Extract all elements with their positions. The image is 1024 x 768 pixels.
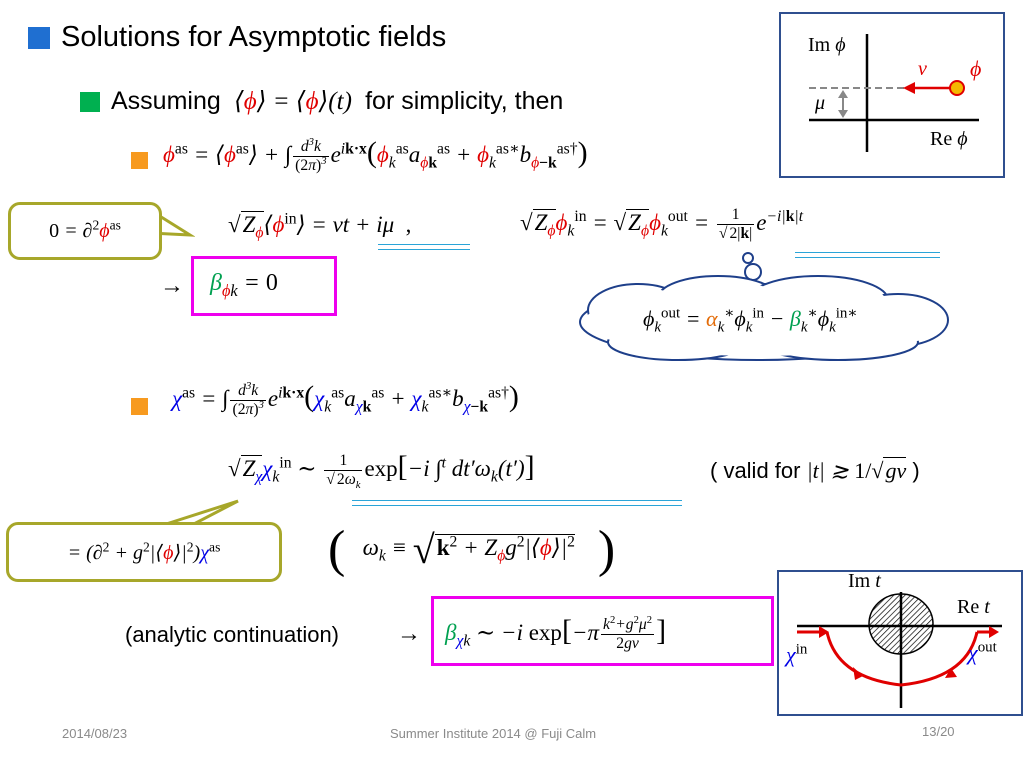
arrow-2: → — [397, 620, 421, 647]
underline-wkb — [352, 500, 682, 506]
underline-vt — [378, 244, 470, 250]
beta-phi-equation: βϕk = 0 — [210, 270, 278, 300]
omega-definition: ( ωk ≡ √k2 + Zϕg2|⟨ϕ⟩|2 ) — [328, 521, 616, 578]
footer-date: 2014/08/23 — [62, 726, 128, 741]
chi-symbol: χ — [172, 386, 183, 411]
callout-phi-text: 0 = ∂2ϕas — [49, 216, 121, 242]
beta-chi-box — [431, 596, 774, 666]
t-re-label: Re t — [957, 596, 990, 619]
underline-norm — [795, 252, 940, 258]
callout-chi: = (∂2 + g2|⟨ϕ⟩|2)χas — [6, 522, 282, 582]
phi-initial-condition: √Zϕ⟨ϕin⟩ = vt + iμ , — [228, 210, 412, 242]
thought-cloud — [579, 252, 949, 361]
beta-phi-box — [191, 256, 337, 316]
footer-event: Summer Institute 2014 @ Fuji Calm — [390, 726, 597, 741]
arrow-1: → — [160, 272, 184, 299]
phi-symbol: ϕ — [163, 142, 175, 167]
valid-suffix: ) — [912, 458, 920, 483]
bogoliubov-relation: ϕkout = αk∗ϕkin − βk∗ϕkin∗ — [643, 305, 858, 336]
chi-out-sup: out — [977, 639, 997, 656]
phi-re-text: Re — [930, 128, 953, 150]
phi-im-label: Im ϕ — [808, 34, 846, 56]
t-re-var: t — [984, 596, 990, 618]
assuming-suffix: for simplicity, then — [365, 87, 564, 115]
phi-sup: as — [174, 140, 188, 158]
analytic-continuation-label: (analytic continuation) — [125, 622, 340, 647]
v-label: v — [918, 58, 927, 80]
chi-out-label: χout — [968, 639, 997, 665]
t-im-text: Im — [848, 570, 871, 592]
callout-phi: 0 = ∂2ϕas — [8, 202, 162, 260]
chi-bullet-square — [131, 398, 148, 415]
title-bullet-square — [28, 27, 50, 49]
phi-im-text: Im — [808, 34, 831, 56]
assuming-line: Assuming ⟨ϕ⟩ = ⟨ϕ⟩(t) for simplicity, th… — [111, 86, 563, 116]
chi-in-label: χin — [786, 641, 808, 667]
valid-prefix: ( valid for — [710, 458, 801, 483]
phi-re-label: Re ϕ — [930, 128, 968, 150]
t-re-text: Re — [957, 596, 980, 618]
valid-note: ( valid for |t| ≳ 1/√gv ) — [710, 457, 920, 484]
phi-complex-plane-diagram — [779, 12, 1005, 178]
valid-condition: |t| ≳ 1/√gv — [806, 457, 907, 483]
t-im-label: Im t — [848, 570, 881, 593]
phi-mode-matching: √Zϕϕkin = √Zϕϕkout = 1√2|k|e−i|k|t — [520, 206, 804, 242]
t-complex-plane-diagram — [777, 570, 1023, 716]
t-im-var: t — [875, 570, 881, 592]
footer-page-number: 13/20 — [922, 724, 955, 739]
mu-label: μ — [815, 92, 826, 114]
phi-bullet-square — [131, 152, 148, 169]
assuming-formula: ⟨ϕ⟩ = ⟨ϕ⟩(t) — [227, 88, 359, 115]
sub-bullet-square — [80, 92, 100, 112]
phi-point-label: ϕ — [970, 56, 982, 81]
chi-sup: as — [182, 384, 196, 402]
chi-in-sup: in — [795, 641, 808, 658]
slide-title: Solutions for Asymptotic fields — [61, 21, 447, 53]
callout-chi-text: = (∂2 + g2|⟨ϕ⟩|2)χas — [67, 538, 221, 564]
assuming-prefix: Assuming — [111, 87, 221, 115]
